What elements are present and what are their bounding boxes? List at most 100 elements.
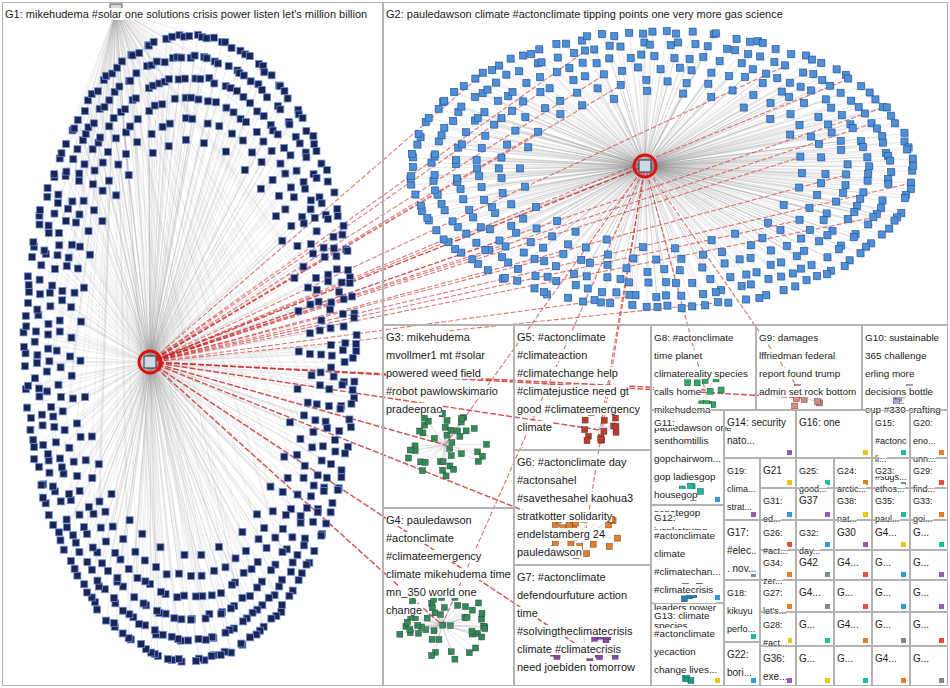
vertex bbox=[215, 60, 222, 67]
follow-edge bbox=[645, 135, 791, 166]
vertex bbox=[133, 70, 140, 77]
follow-edge bbox=[645, 87, 862, 166]
vertex bbox=[73, 420, 80, 427]
vertex bbox=[653, 293, 660, 300]
vertex bbox=[341, 359, 348, 366]
vertex bbox=[68, 372, 75, 379]
follow-edge bbox=[645, 97, 712, 166]
vertex bbox=[725, 299, 732, 306]
vertex bbox=[276, 583, 283, 590]
vertex-shadow bbox=[880, 198, 887, 205]
vertex bbox=[66, 444, 73, 451]
vertex bbox=[89, 146, 96, 153]
vertex bbox=[208, 592, 215, 599]
follow-edge bbox=[645, 166, 877, 214]
vertex bbox=[30, 239, 37, 246]
vertex bbox=[342, 340, 349, 347]
vertex bbox=[240, 569, 247, 576]
follow-edge bbox=[645, 166, 769, 279]
vertex bbox=[189, 115, 196, 122]
follow-edge bbox=[604, 75, 645, 166]
follow-edge bbox=[645, 57, 704, 166]
vertex-shadow bbox=[746, 52, 753, 59]
vertex-shadow bbox=[801, 70, 808, 77]
vertex bbox=[218, 590, 225, 597]
vertex-shadow bbox=[485, 87, 492, 94]
vertex bbox=[74, 265, 81, 272]
follow-edge bbox=[77, 362, 150, 576]
vertex bbox=[851, 208, 858, 215]
vertex bbox=[570, 49, 577, 56]
vertex bbox=[78, 318, 85, 325]
vertex-shadow bbox=[459, 250, 466, 257]
inter-group-edge bbox=[150, 79, 849, 362]
follow-edge bbox=[645, 49, 776, 166]
vertex bbox=[76, 511, 83, 518]
vertex bbox=[299, 115, 306, 122]
vertex bbox=[232, 555, 239, 562]
vertex bbox=[640, 30, 647, 37]
follow-edge bbox=[444, 103, 645, 166]
vertex bbox=[554, 54, 561, 61]
vertex-shadow bbox=[464, 231, 471, 238]
vertex bbox=[76, 177, 83, 184]
vertex bbox=[125, 566, 132, 573]
vertex-shadow bbox=[679, 306, 686, 313]
vertex bbox=[334, 213, 341, 220]
follow-edge bbox=[602, 34, 645, 166]
vertex bbox=[81, 581, 88, 588]
vertex bbox=[613, 289, 620, 296]
vertex bbox=[425, 114, 432, 121]
follow-edge bbox=[116, 10, 243, 97]
vertex bbox=[746, 38, 753, 45]
vertex bbox=[45, 457, 52, 464]
vertex bbox=[674, 39, 681, 46]
vertex bbox=[678, 292, 685, 299]
follow-edge bbox=[116, 195, 150, 362]
follow-edge bbox=[645, 166, 657, 297]
follow-edge bbox=[113, 362, 150, 527]
follow-edge bbox=[116, 10, 312, 375]
vertex bbox=[281, 453, 288, 460]
vertex bbox=[282, 511, 289, 518]
vertex bbox=[267, 483, 274, 490]
vertex-shadow bbox=[599, 31, 606, 38]
vertex bbox=[174, 594, 181, 601]
vertex bbox=[45, 222, 52, 229]
follow-edge bbox=[86, 362, 150, 460]
vertex-shadow bbox=[614, 290, 621, 297]
vertex bbox=[662, 292, 669, 299]
follow-edge bbox=[150, 362, 246, 551]
vertex-shadow bbox=[409, 174, 416, 181]
follow-edge bbox=[645, 166, 736, 234]
vertex bbox=[336, 288, 343, 295]
vertex-shadow bbox=[748, 282, 755, 289]
vertex-shadow bbox=[811, 72, 818, 79]
follow-edge bbox=[80, 247, 150, 362]
vertex-shadow bbox=[888, 113, 895, 120]
vertex bbox=[41, 247, 48, 254]
vertex bbox=[218, 610, 225, 617]
vertex bbox=[49, 483, 56, 490]
vertex-shadow bbox=[713, 290, 720, 297]
vertex-shadow bbox=[703, 303, 710, 310]
vertex bbox=[907, 179, 914, 186]
follow-edge bbox=[583, 63, 645, 166]
follow-edge bbox=[421, 137, 645, 166]
vertex bbox=[300, 412, 307, 419]
vertex bbox=[68, 334, 75, 341]
follow-edge bbox=[150, 362, 182, 662]
vertex bbox=[268, 147, 275, 154]
vertex bbox=[56, 328, 63, 335]
vertex-shadow bbox=[766, 276, 773, 283]
vertex bbox=[136, 50, 143, 57]
vertex bbox=[300, 474, 307, 481]
vertex bbox=[810, 71, 817, 78]
vertex bbox=[222, 148, 229, 155]
follow-edge bbox=[65, 362, 150, 430]
vertex bbox=[311, 548, 318, 555]
vertex bbox=[824, 254, 831, 261]
vertex bbox=[833, 66, 840, 73]
follow-edge bbox=[535, 166, 645, 289]
